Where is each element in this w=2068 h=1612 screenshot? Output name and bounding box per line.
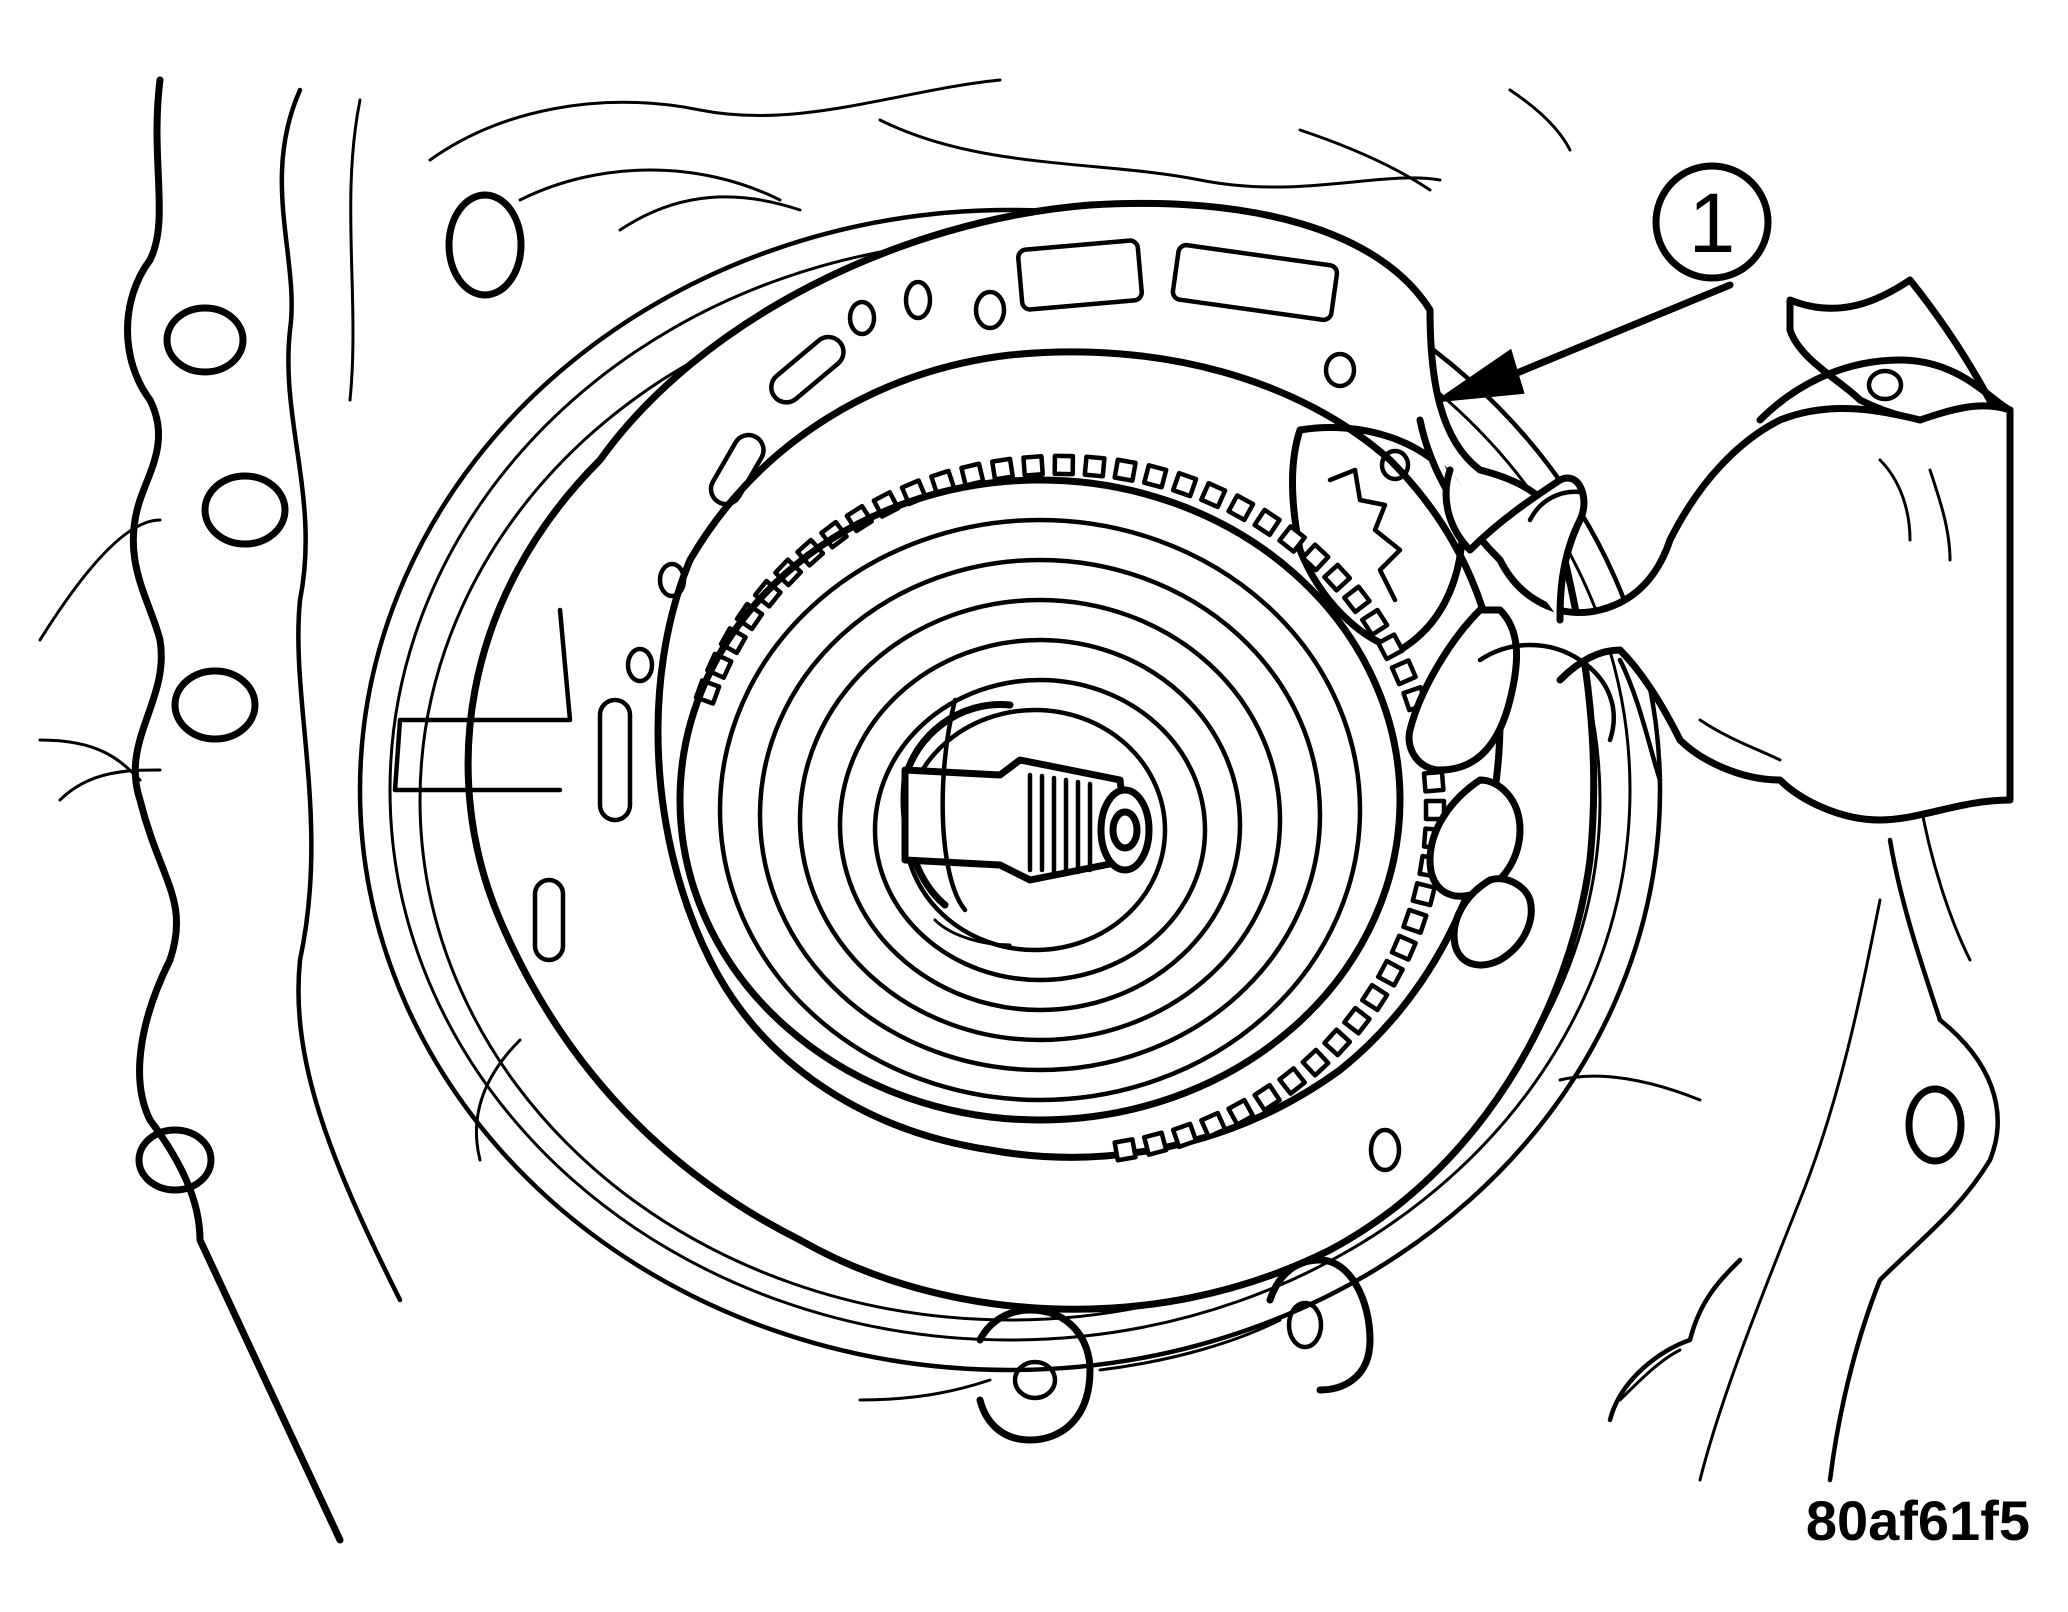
ring-tooth [1360,982,1390,1013]
ring-tooth [1342,584,1372,615]
ring-tooth [1360,607,1390,638]
callout-1-number: 1 [1689,176,1736,270]
ring-tooth [1300,1047,1331,1078]
ring-tooth [1252,507,1282,538]
ring-tooth [1252,1082,1282,1113]
ring-tooth [1389,933,1418,962]
input-shaft [900,697,1153,947]
ring-tooth [1410,881,1437,908]
ring-tooth [1141,1130,1169,1157]
ring-tooth [1322,562,1353,593]
ring-tooth [1421,769,1446,794]
ring-tooth [1112,1137,1138,1163]
ring-tooth [1375,632,1405,662]
ring-tooth [1170,1121,1199,1150]
ring-tooth [989,456,1016,482]
ring-tooth [1342,1005,1372,1036]
ring-tooth [1021,454,1045,478]
case-bolt-holes [135,191,1965,1401]
ring-tooth [1322,1027,1353,1058]
ring-tooth [1199,1110,1228,1140]
callout-1-leader [1496,281,1734,384]
ring-tooth [1141,463,1169,490]
ring-tooth [1277,1066,1307,1096]
callout-1-arrowhead [1438,348,1525,402]
figure-id: 80af61f5 [1806,1489,2030,1552]
clutch-rings [676,476,1404,1124]
ring-tooth [1226,1097,1256,1127]
callout-1-circle [1652,162,1772,282]
ring-tooth [1112,457,1138,483]
ring-tooth [1375,958,1405,988]
pump-gear-window [1289,424,1466,654]
ring-tooth [1226,493,1256,523]
ring-tooth [1052,453,1076,477]
ring-tooth [1170,470,1199,499]
ring-tooth [1082,454,1107,479]
technician-hand [1405,356,2014,969]
case-upper-contours [428,78,1572,232]
ring-tooth [1401,907,1429,935]
ring-tooth [1389,658,1418,687]
ring-tooth [1199,480,1228,510]
ring-tooth [1300,542,1331,573]
case-left-flange [38,76,403,1544]
ring-tooth [1277,524,1307,554]
callout-1: 1 [1438,162,1772,402]
